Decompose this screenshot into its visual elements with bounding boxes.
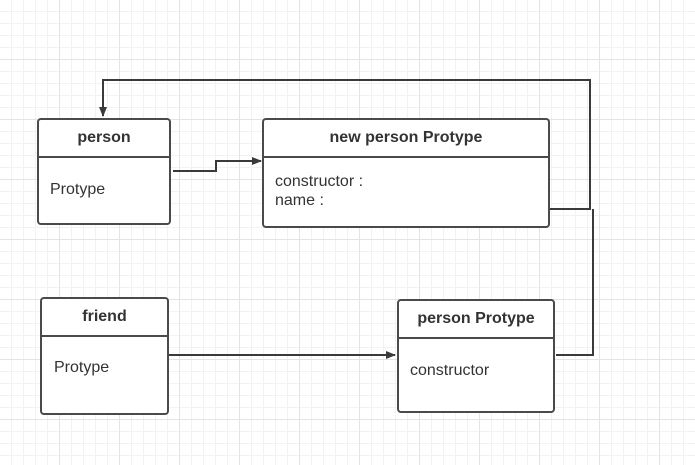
friend-class-box[interactable]: friend Protype xyxy=(40,297,169,415)
person-class-body: Protype xyxy=(39,158,169,199)
new-person-prototype-title: new person Protype xyxy=(264,120,548,158)
friend-class-body: Protype xyxy=(42,337,167,377)
person-prototype-box[interactable]: person Protype constructor xyxy=(397,299,555,413)
connector-person-prototype-constructor xyxy=(556,209,594,356)
person-class-field: Protype xyxy=(50,181,106,198)
new-person-prototype-body: constructor : name : xyxy=(264,158,548,210)
person-class-title: person xyxy=(39,120,169,158)
friend-class-field: Protype xyxy=(54,359,110,376)
new-person-prototype-field: name : xyxy=(275,192,324,209)
person-prototype-field: constructor xyxy=(410,362,490,379)
person-class-box[interactable]: person Protype xyxy=(37,118,171,225)
new-person-prototype-box[interactable]: new person Protype constructor : name : xyxy=(262,118,550,228)
arrow-person-to-new-person-prototype xyxy=(173,157,262,172)
friend-class-title: friend xyxy=(42,299,167,337)
person-prototype-title: person Protype xyxy=(399,301,553,339)
new-person-prototype-field: constructor : xyxy=(275,173,364,190)
person-prototype-body: constructor xyxy=(399,339,553,380)
